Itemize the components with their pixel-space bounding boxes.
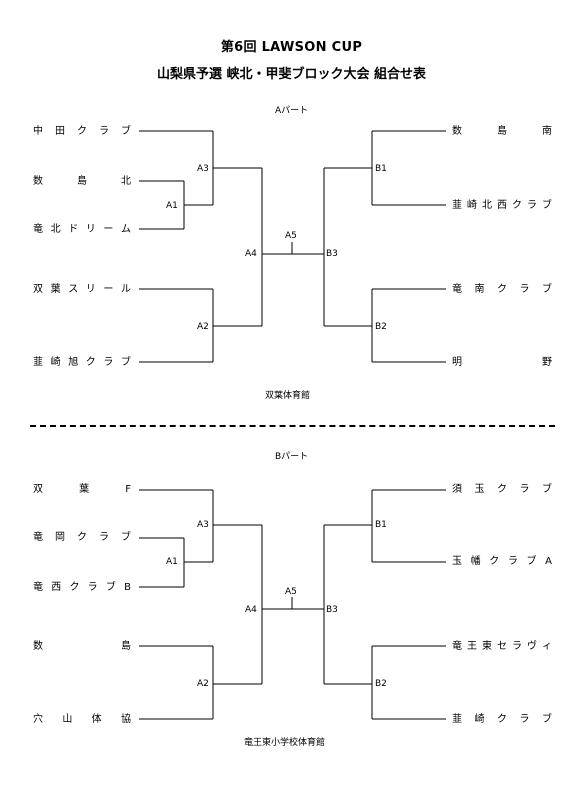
part-a-label: Aパート [275, 106, 309, 116]
part-a-match-a3: A3 [197, 164, 209, 174]
part-b-left-team: 穴山体協 [33, 714, 131, 725]
part-b-left-team: 竜岡クラブ [33, 532, 131, 543]
part-a-left-team: 双葉スリール [33, 284, 131, 295]
part-a-match-a2: A2 [197, 322, 209, 332]
part-a-match-b2: B2 [375, 322, 387, 332]
part-b-match-a4: A4 [245, 605, 257, 615]
part-a-left-team: 中田クラブ [33, 126, 131, 137]
part-b-label: Bパート [275, 452, 309, 462]
part-a-left-team: 韮崎旭クラブ [33, 357, 131, 368]
tournament-subtitle: 山梨県予選 峡北・甲斐ブロック大会 組合せ表 [156, 67, 427, 82]
part-a-match-a1: A1 [166, 201, 178, 211]
part-b-match-b2: B2 [375, 679, 387, 689]
part-separator [30, 425, 555, 427]
part-b-match-a2: A2 [197, 679, 209, 689]
part-a-match-b1: B1 [375, 164, 387, 174]
part-b-match-a3: A3 [197, 520, 209, 530]
part-b-match-b3: B3 [326, 605, 338, 615]
part-b-right-team: 韮崎クラブ [452, 714, 552, 725]
part-a-venue: 双葉体育館 [265, 391, 311, 401]
part-b-left-team: 数島 [33, 641, 131, 652]
part-a-right-team: 数島南 [452, 126, 552, 137]
part-a-match-a4: A4 [245, 249, 257, 259]
part-a-match-b3: B3 [326, 249, 338, 259]
part-b-right-team: 竜王東セラヴィ [452, 641, 552, 652]
tournament-title: 第6回 LAWSON CUP [220, 40, 363, 55]
part-a-right-team: 竜南クラブ [452, 284, 552, 295]
part-a-right-team: 韮崎北西クラブ [452, 200, 552, 211]
part-a-left-team: 竜北ドリーム [33, 224, 131, 235]
part-a-left-team: 数島北 [33, 176, 131, 187]
part-a-right-team: 明野 [452, 357, 552, 368]
part-b-match-a5: A5 [285, 587, 297, 597]
part-b-match-b1: B1 [375, 520, 387, 530]
part-b-right-team: 須玉クラブ [452, 484, 552, 495]
part-b-venue: 竜王東小学校体育館 [244, 738, 326, 748]
part-a-match-a5: A5 [285, 231, 297, 241]
part-b-match-a1: A1 [166, 557, 178, 567]
